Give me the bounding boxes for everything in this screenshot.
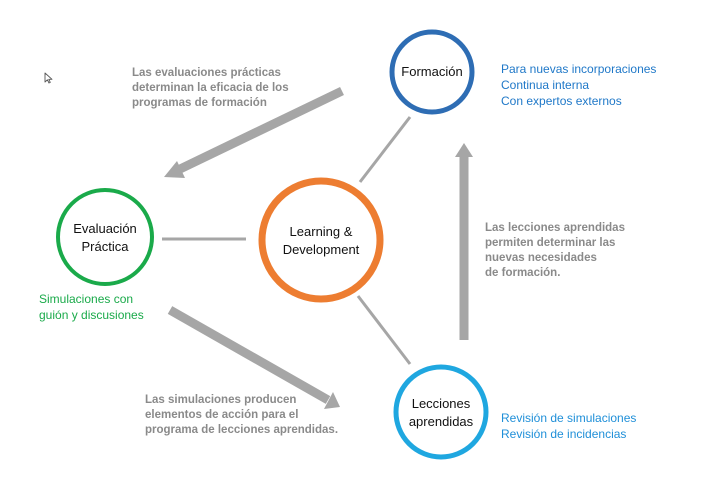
arrow-lecciones-to-formacion xyxy=(455,143,473,340)
evaluacion-circle xyxy=(56,188,154,286)
note-line: elementos de acción para el xyxy=(145,409,299,421)
learning-label: Learning & Development xyxy=(266,223,376,259)
note-line: programa de lecciones aprendidas. xyxy=(145,424,339,436)
list-item: Simulaciones con xyxy=(39,292,134,306)
arrow-formacion-to-evaluacion xyxy=(164,86,344,178)
note-line: permiten determinar las xyxy=(485,237,616,249)
note-line: Las simulaciones producen xyxy=(145,394,297,406)
learning-label-line: Development xyxy=(282,242,360,257)
list-item: Para nuevas incorporaciones xyxy=(501,62,657,76)
note-lecciones: Las lecciones aprendidas permiten determ… xyxy=(485,221,625,281)
evaluacion-list: Simulaciones con guión y discusiones xyxy=(39,291,144,323)
list-item: Continua interna xyxy=(501,78,590,92)
lecciones-circle xyxy=(393,364,489,460)
note-simulaciones: Las simulaciones producen elementos de a… xyxy=(145,393,338,438)
learning-label-line: Learning & xyxy=(289,224,353,239)
mouse-pointer-icon xyxy=(44,72,53,84)
note-line: Las evaluaciones prácticas xyxy=(132,67,281,79)
evaluacion-label: Evaluación Práctica xyxy=(58,220,152,256)
note-line: programas de formación xyxy=(132,97,267,109)
lecciones-list: Revisión de simulaciones Revisión de inc… xyxy=(501,410,636,442)
note-line: Las lecciones aprendidas xyxy=(485,222,625,234)
note-line: determinan la eficacia de los xyxy=(132,82,289,94)
formacion-list: Para nuevas incorporaciones Continua int… xyxy=(501,61,656,109)
list-item: Revisión de simulaciones xyxy=(501,411,637,425)
list-item: Revisión de incidencias xyxy=(501,427,627,441)
evaluacion-label-line: Práctica xyxy=(81,239,129,254)
lecciones-label: Lecciones aprendidas xyxy=(396,395,486,431)
lecciones-label-line: Lecciones xyxy=(411,396,471,411)
formacion-label: Formación xyxy=(392,63,472,81)
list-item: guión y discusiones xyxy=(39,308,144,322)
connector-learning-lecciones xyxy=(356,295,412,365)
formacion-label-line: Formación xyxy=(401,64,463,79)
connector-learning-formacion xyxy=(358,116,412,183)
formacion-circle xyxy=(389,29,475,115)
arrow-evaluacion-to-lecciones xyxy=(167,306,340,409)
note-line: nuevas necesidades xyxy=(485,252,597,264)
note-evaluaciones: Las evaluaciones prácticas determinan la… xyxy=(132,66,289,111)
learning-circle xyxy=(258,177,384,303)
evaluacion-label-line: Evaluación xyxy=(73,221,137,236)
lecciones-label-line: aprendidas xyxy=(408,414,474,429)
list-item: Con expertos externos xyxy=(501,94,622,108)
note-line: de formación. xyxy=(485,267,561,279)
